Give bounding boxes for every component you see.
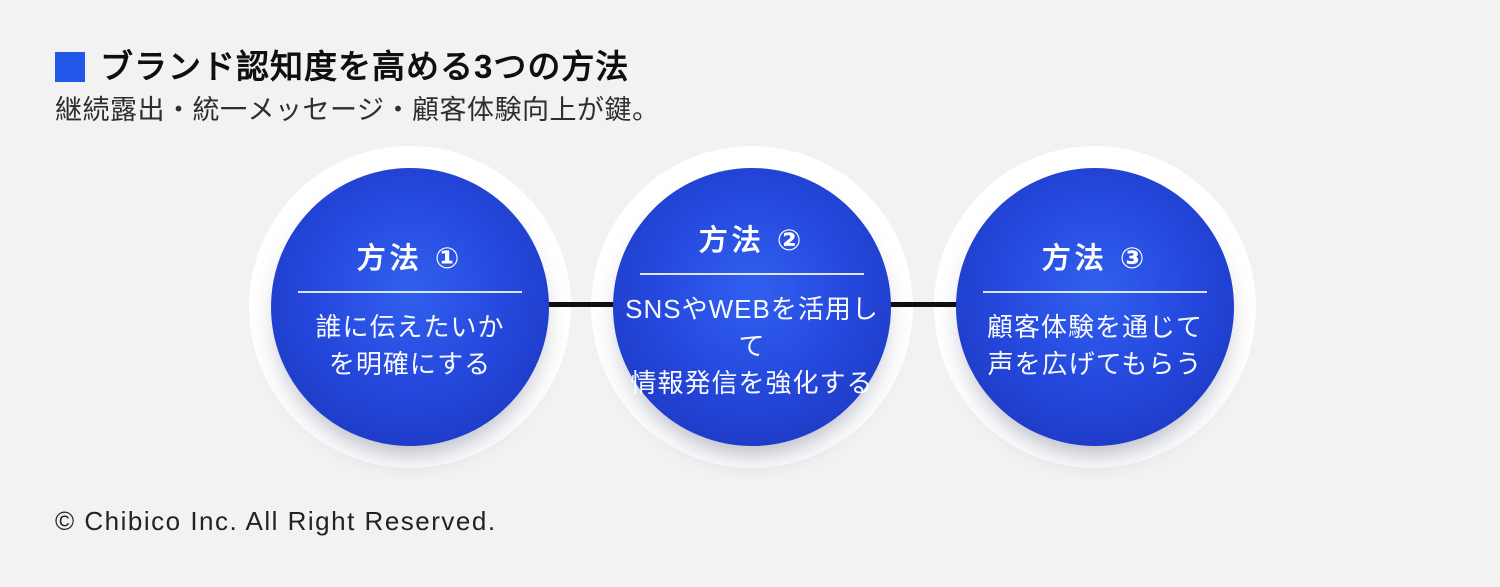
circle-body: 方法 ① 誰に伝えたいか を明確にする xyxy=(271,168,549,446)
step-text-line-1: 顧客体験を通じて xyxy=(986,312,1203,342)
title-row: ブランド認知度を高める3つの方法 xyxy=(55,50,659,83)
step-text-line-2: 情報発信を強化する xyxy=(630,367,874,398)
step-text: 顧客体験を通じて 声を広げてもらう xyxy=(987,309,1203,383)
page-title: ブランド認知度を高める3つの方法 xyxy=(100,48,630,85)
copyright-text: © Chibico Inc. All Right Reserved. xyxy=(55,506,497,536)
step-text-line-2: を明確にする xyxy=(328,349,492,379)
step-circle-3: 方法 ③ 顧客体験を通じて 声を広げてもらう xyxy=(934,146,1256,468)
circle-body: 方法 ③ 顧客体験を通じて 声を広げてもらう xyxy=(956,168,1234,446)
header: ブランド認知度を高める3つの方法 継続露出・統一メッセージ・顧客体験向上が鍵。 xyxy=(55,50,659,124)
page-subtitle: 継続露出・統一メッセージ・顧客体験向上が鍵。 xyxy=(55,95,660,125)
step-circle-1: 方法 ① 誰に伝えたいか を明確にする xyxy=(249,146,571,468)
step-label: 方法 ② xyxy=(698,224,806,257)
title-bullet-square-icon xyxy=(55,51,85,82)
step-divider xyxy=(983,291,1207,293)
step-text-line-1: 誰に伝えたいか xyxy=(315,312,505,342)
step-text: SNSやWEBを活用して 情報発信を強化する xyxy=(613,291,891,402)
step-circle-2: 方法 ② SNSやWEBを活用して 情報発信を強化する xyxy=(591,146,913,468)
circle-body: 方法 ② SNSやWEBを活用して 情報発信を強化する xyxy=(613,168,891,446)
step-label: 方法 ① xyxy=(356,243,464,275)
step-divider xyxy=(640,272,864,275)
step-text-line-1: SNSやWEBを活用して xyxy=(625,293,879,361)
step-label: 方法 ③ xyxy=(1041,243,1149,275)
step-divider xyxy=(298,291,522,293)
step-text: 誰に伝えたいか を明確にする xyxy=(315,309,504,383)
step-text-line-2: 声を広げてもらう xyxy=(987,349,1203,379)
